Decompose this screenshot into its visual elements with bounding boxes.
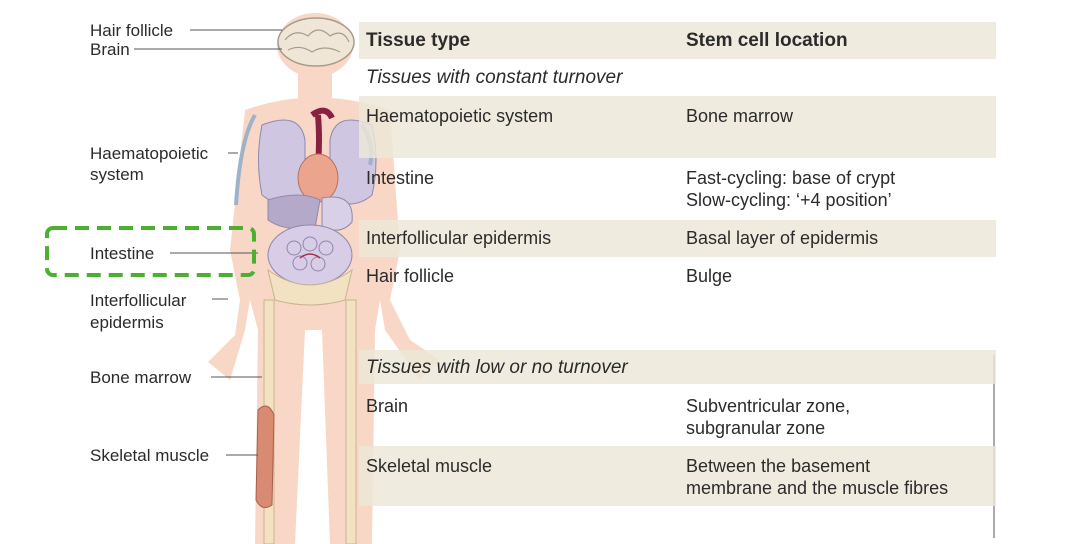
row-tissue: Haematopoietic system xyxy=(366,106,554,126)
section-title: Tissues with low or no turnover xyxy=(366,357,628,378)
section-low-turnover: Tissues with low or no turnover xyxy=(359,350,996,384)
row-tissue: Brain xyxy=(366,396,409,416)
label-intestine: Intestine xyxy=(90,244,155,263)
row-tissue: Interfollicular epidermis xyxy=(366,228,552,248)
table-row: Hair follicle Bulge xyxy=(359,257,996,350)
table-row: Interfollicular epidermis Basal layer of… xyxy=(359,220,996,257)
intestine-highlight-box xyxy=(45,226,256,277)
table-row: Skeletal muscle Between the basement mem… xyxy=(359,446,996,506)
label-haematopoietic-line1: Haematopoietic xyxy=(90,144,209,163)
row-location-line2: Slow-cycling: ‘+4 position’ xyxy=(686,190,892,210)
row-tissue: Intestine xyxy=(366,168,435,188)
table-header: Tissue type Stem cell location xyxy=(359,22,996,59)
label-brain: Brain xyxy=(90,40,130,59)
row-location-line1: Fast-cycling: base of crypt xyxy=(686,168,896,188)
row-location: Bulge xyxy=(686,266,733,286)
label-hair-follicle: Hair follicle xyxy=(90,21,174,40)
intestine-icon xyxy=(267,224,353,286)
header-stem-cell-location: Stem cell location xyxy=(686,30,848,51)
row-location-line2: membrane and the muscle fibres xyxy=(686,478,949,498)
section-title: Tissues with constant turnover xyxy=(366,67,623,88)
row-location-line1: Between the basement xyxy=(686,456,871,476)
row-tissue: Skeletal muscle xyxy=(366,456,493,476)
leader-lines xyxy=(134,29,282,456)
row-location: Basal layer of epidermis xyxy=(686,228,879,248)
table-row: Haematopoietic system Bone marrow xyxy=(359,96,996,158)
label-interfollicular-line1: Interfollicular xyxy=(90,291,187,310)
row-location-line2: subgranular zone xyxy=(686,418,826,438)
label-haematopoietic-line2: system xyxy=(90,165,144,184)
table-row: Brain Subventricular zone, subgranular z… xyxy=(359,384,996,446)
section-constant-turnover: Tissues with constant turnover xyxy=(359,59,996,96)
brain-icon xyxy=(277,17,355,67)
liver-icon xyxy=(267,194,353,231)
row-location-line1: Subventricular zone, xyxy=(686,396,851,416)
label-interfollicular-line2: epidermis xyxy=(90,313,164,332)
header-tissue-type: Tissue type xyxy=(366,30,471,51)
table-row: Intestine Fast-cycling: base of crypt Sl… xyxy=(359,158,996,220)
row-tissue: Hair follicle xyxy=(366,266,455,286)
heart-icon xyxy=(297,153,339,203)
row-location: Bone marrow xyxy=(686,106,794,126)
muscle-icon xyxy=(255,405,275,509)
label-bone-marrow: Bone marrow xyxy=(90,368,192,387)
label-skeletal-muscle: Skeletal muscle xyxy=(90,446,210,465)
